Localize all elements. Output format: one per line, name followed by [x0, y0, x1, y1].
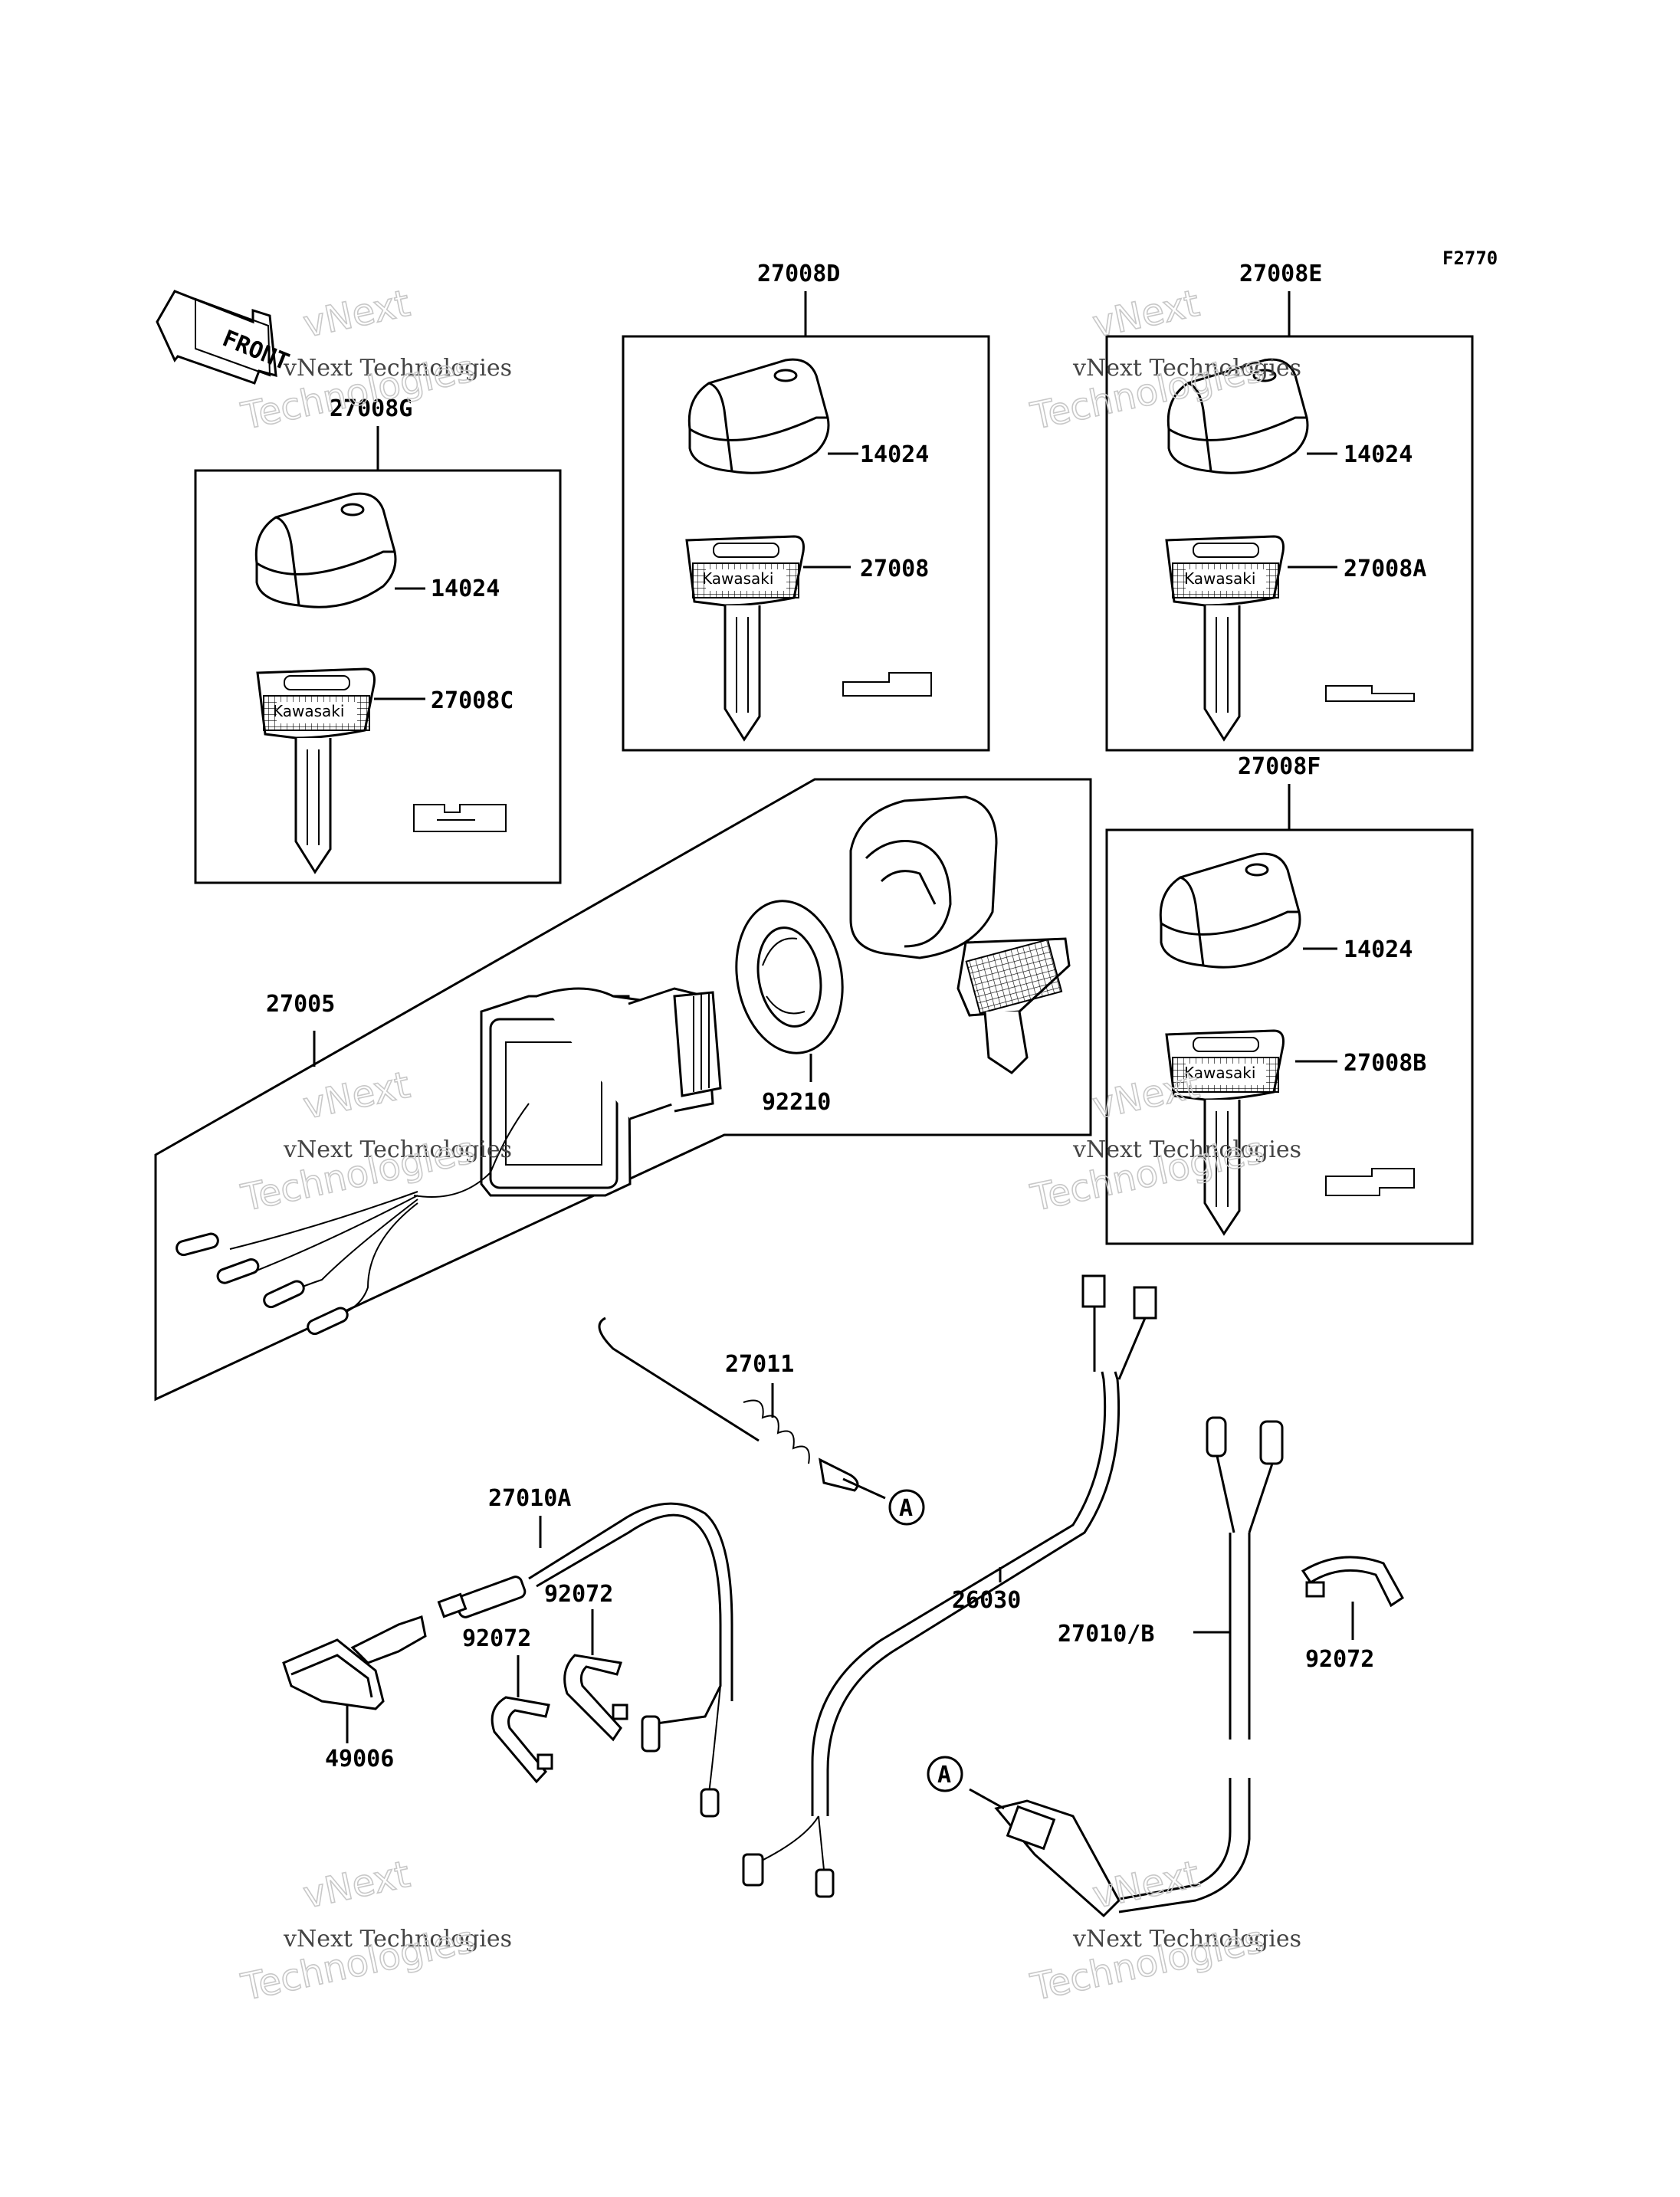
callout-14024: 14024 — [860, 441, 929, 468]
switch-bezel-with-key — [849, 795, 1071, 1074]
svg-text:vNext: vNext — [300, 282, 414, 346]
lead-26030 — [742, 1274, 1157, 1898]
callout-14024: 14024 — [431, 575, 500, 602]
clamp-92072 — [563, 1654, 628, 1742]
harness-27010b — [969, 1416, 1284, 1918]
ignition-switch-body — [413, 987, 722, 1198]
callout-27008c: 27008C — [431, 687, 514, 714]
key-27008a — [1165, 535, 1285, 741]
callout-27008: 27008 — [860, 556, 929, 582]
callout-27008b: 27008B — [1344, 1050, 1426, 1077]
key-27008b — [1165, 1029, 1285, 1235]
key-brand-text: Kawasaki — [273, 702, 344, 720]
callout-92072: 92072 — [544, 1581, 613, 1608]
switch-lead-wires — [176, 1191, 418, 1336]
svg-text:vNext: vNext — [300, 1064, 414, 1128]
callout-27008a: 27008A — [1344, 556, 1426, 582]
svg-text:vNext Technologies: vNext Technologies — [1072, 1136, 1301, 1163]
svg-text:vNext Technologies: vNext Technologies — [283, 1136, 512, 1163]
figure-code: F2770 — [1442, 248, 1498, 269]
svg-text:vNext Technologies: vNext Technologies — [283, 1926, 512, 1953]
clamp-92072 — [1301, 1556, 1404, 1608]
nut-92210 — [735, 900, 844, 1054]
reference-marker-a — [888, 1489, 925, 1526]
callout-92210: 92210 — [762, 1089, 831, 1116]
callout-49006: 49006 — [325, 1746, 394, 1772]
callout-27011: 27011 — [725, 1351, 794, 1378]
key-brand-text: Kawasaki — [1184, 1064, 1255, 1082]
reference-marker-a-label: A — [937, 1762, 951, 1789]
svg-text:vNext Technologies: vNext Technologies — [1072, 355, 1301, 382]
key-knob-14024 — [687, 358, 830, 474]
key-27008 — [685, 535, 805, 741]
callout-27008g: 27008G — [330, 395, 412, 422]
key-knob-14024 — [1159, 852, 1301, 969]
callout-27008e: 27008E — [1239, 261, 1322, 287]
callout-14024: 14024 — [1344, 441, 1413, 468]
spring-pin-27011 — [598, 1317, 886, 1500]
key-brand-text: Kawasaki — [1184, 569, 1255, 588]
reference-marker-a — [927, 1756, 963, 1792]
reference-marker-a-label: A — [899, 1495, 913, 1522]
key-27008c — [256, 667, 376, 874]
callout-26030: 26030 — [952, 1587, 1021, 1614]
callout-27008d: 27008D — [757, 261, 840, 287]
harness-27010a — [437, 1502, 733, 1818]
svg-text:vNext Technologies: vNext Technologies — [1072, 1926, 1301, 1953]
key-brand-text: Kawasaki — [702, 569, 773, 588]
svg-text:vNext: vNext — [300, 1853, 414, 1917]
callout-92072: 92072 — [462, 1625, 531, 1652]
ignition-switch-assembly-box — [154, 778, 1092, 1402]
callout-14024: 14024 — [1344, 936, 1413, 963]
callout-27010b: 27010/B — [1058, 1621, 1154, 1648]
callout-92072: 92072 — [1305, 1646, 1374, 1673]
callout-27005: 27005 — [266, 991, 335, 1018]
clamp-92072 — [491, 1696, 553, 1784]
svg-text:vNext Technologies: vNext Technologies — [283, 355, 512, 382]
callout-27008f: 27008F — [1238, 753, 1321, 780]
callout-27010a: 27010A — [488, 1485, 571, 1512]
bracket-49006 — [282, 1615, 427, 1710]
key-knob-14024 — [254, 492, 397, 608]
watermark: vNext Technologies vNext Technologies vN… — [237, 281, 1301, 2010]
front-arrow-icon: FRONT — [156, 290, 293, 385]
